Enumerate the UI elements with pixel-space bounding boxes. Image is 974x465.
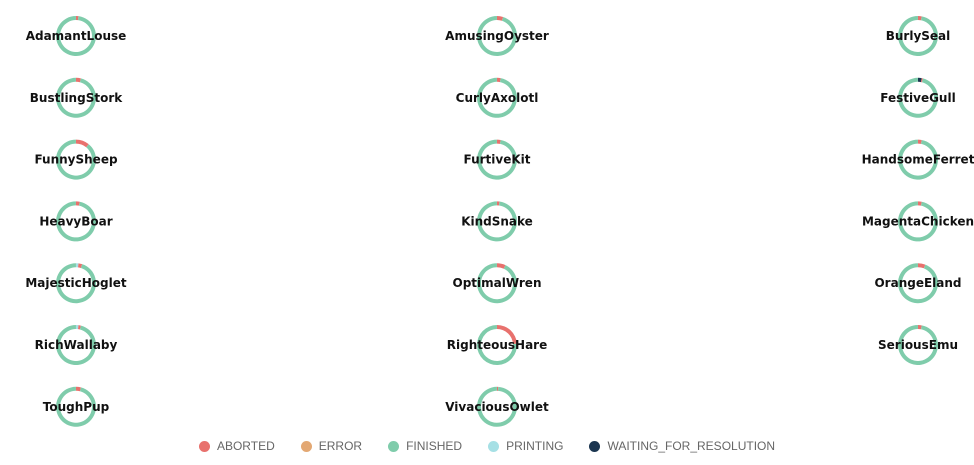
printer-label: MajesticHoglet — [25, 276, 127, 290]
printer-label: BurlySeal — [886, 29, 951, 43]
legend-label-finished: FINISHED — [406, 439, 463, 453]
legend-label-waiting-for-resolution: WAITING_FOR_RESOLUTION — [607, 439, 776, 453]
donut-segment-aborted[interactable] — [78, 263, 83, 268]
donut-funny-sheep[interactable]: FunnySheep — [34, 139, 118, 180]
donut-curly-axolotl[interactable]: CurlyAxolotl — [456, 77, 539, 118]
donut-vivacious-owlet[interactable]: VivaciousOwlet — [445, 386, 549, 427]
printer-label: FunnySheep — [34, 153, 118, 167]
donut-segment-aborted[interactable] — [918, 325, 922, 330]
legend-item-finished[interactable]: FINISHED — [388, 439, 462, 453]
printer-label: AdamantLouse — [26, 29, 127, 43]
donut-orange-eland[interactable]: OrangeEland — [874, 263, 962, 304]
donut-magenta-chicken[interactable]: MagentaChicken — [862, 201, 974, 242]
donut-segment-waiting-for-resolution[interactable] — [918, 77, 922, 83]
donut-segment-aborted[interactable] — [497, 201, 500, 206]
printer-label: ToughPup — [43, 400, 110, 414]
donut-segment-aborted[interactable] — [76, 201, 80, 206]
donut-segment-aborted[interactable] — [78, 325, 81, 330]
printer-label: OptimalWren — [453, 276, 542, 290]
donut-segment-aborted[interactable] — [920, 78, 923, 83]
donut-segment-aborted[interactable] — [76, 77, 81, 83]
legend-item-error[interactable]: ERROR — [300, 439, 363, 453]
aborted-swatch-icon — [198, 440, 210, 452]
printer-label: KindSnake — [461, 214, 533, 228]
donut-bustling-stork[interactable]: BustlingStork — [30, 77, 123, 118]
printer-label: HandsomeFerret — [862, 153, 974, 167]
donut-segment-printing[interactable] — [76, 325, 79, 330]
donut-amusing-oyster[interactable]: AmusingOyster — [445, 16, 549, 57]
legend-item-printing[interactable]: PRINTING — [488, 439, 563, 453]
printer-label: HeavyBoar — [39, 214, 112, 228]
donut-righteous-hare[interactable]: RighteousHare — [447, 325, 548, 365]
waiting-swatch-icon — [589, 440, 601, 452]
donut-segment-aborted[interactable] — [497, 386, 499, 391]
donut-majestic-hoglet[interactable]: MajesticHoglet — [25, 263, 127, 304]
donut-heavy-boar[interactable]: HeavyBoar — [39, 201, 113, 242]
legend-label-aborted: ABORTED — [216, 439, 275, 453]
donut-segment-aborted[interactable] — [497, 263, 506, 269]
printer-label: OrangeEland — [874, 276, 961, 290]
donut-segment-aborted[interactable] — [497, 16, 504, 21]
donut-segment-aborted[interactable] — [76, 16, 79, 21]
printer-label: FurtiveKit — [463, 153, 530, 167]
printer-label: RighteousHare — [447, 338, 548, 352]
printing-swatch-icon — [488, 440, 500, 452]
donut-rich-wallaby[interactable]: RichWallaby — [35, 325, 118, 366]
donut-segment-aborted[interactable] — [497, 325, 517, 344]
legend: ABORTED ERROR FINISHED PRINTING WAITING_… — [0, 436, 974, 456]
donut-serious-emu[interactable]: SeriousEmu — [878, 325, 958, 365]
legend-label-error: ERROR — [318, 439, 363, 453]
printer-label: MagentaChicken — [862, 214, 974, 228]
donut-festive-gull[interactable]: FestiveGull — [880, 77, 956, 118]
donut-segment-aborted[interactable] — [497, 77, 501, 83]
printer-label: VivaciousOwlet — [445, 400, 549, 414]
printer-label: CurlyAxolotl — [456, 91, 539, 105]
printer-label: SeriousEmu — [878, 338, 958, 352]
donut-segment-aborted[interactable] — [76, 386, 81, 392]
donut-grid-svg: AdamantLouse AmusingOyster BurlySealBustli… — [25, 16, 974, 427]
donut-furtive-kit[interactable]: FurtiveKit — [463, 139, 531, 180]
donut-segment-aborted[interactable] — [497, 139, 501, 144]
printer-label: AmusingOyster — [445, 29, 549, 43]
legend-item-waiting-for-resolution[interactable]: WAITING_FOR_RESOLUTION — [589, 439, 775, 453]
legend-item-aborted[interactable]: ABORTED — [198, 439, 275, 453]
printer-label: BustlingStork — [30, 91, 123, 105]
donut-segment-printing[interactable] — [76, 263, 79, 268]
printer-label: FestiveGull — [880, 91, 955, 105]
finished-swatch-icon — [388, 440, 400, 452]
donut-segment-aborted[interactable] — [918, 139, 922, 144]
donut-adamant-louse[interactable]: AdamantLouse — [26, 16, 127, 57]
donut-kind-snake[interactable]: KindSnake — [461, 201, 533, 242]
legend-label-printing: PRINTING — [506, 439, 564, 453]
printer-label: RichWallaby — [35, 338, 118, 352]
donut-optimal-wren[interactable]: OptimalWren — [453, 263, 542, 304]
donut-tough-pup[interactable]: ToughPup — [43, 386, 110, 427]
donut-burly-seal[interactable]: BurlySeal — [886, 16, 951, 57]
donut-segment-aborted[interactable] — [918, 16, 922, 21]
donut-segment-aborted[interactable] — [918, 201, 922, 206]
donut-handsome-ferret[interactable]: HandsomeFerret — [862, 139, 974, 180]
donut-segment-aborted[interactable] — [76, 139, 89, 148]
error-swatch-icon — [300, 440, 312, 452]
donut-segment-aborted[interactable] — [918, 263, 926, 269]
